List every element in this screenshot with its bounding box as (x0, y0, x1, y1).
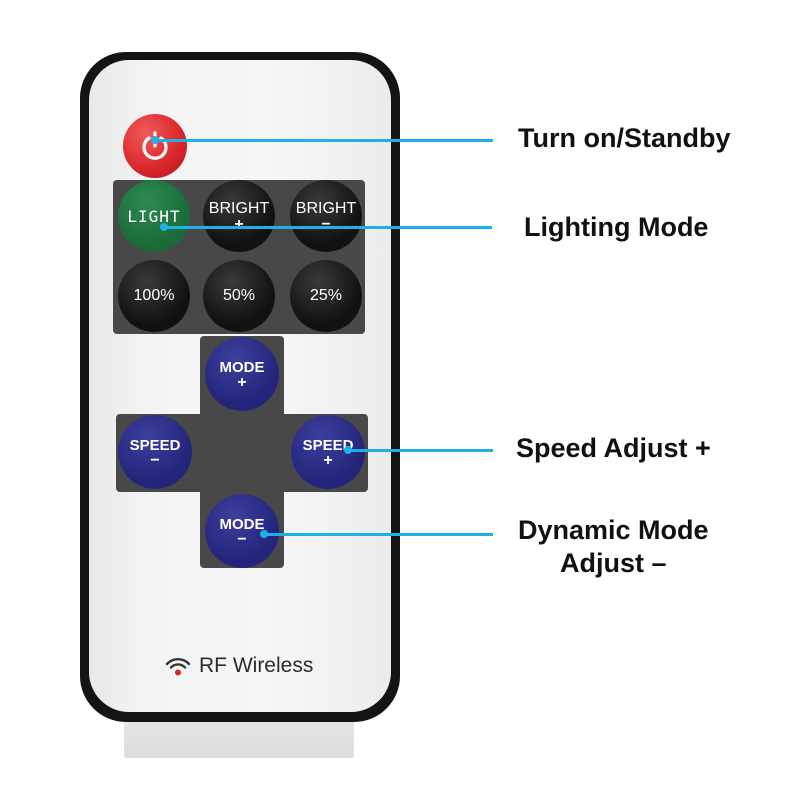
mode-minus-symbol: − (237, 530, 247, 548)
speed-minus-label: SPEED (129, 436, 181, 454)
speed-plus-symbol: + (323, 451, 333, 469)
speed-plus-button[interactable]: SPEED + (291, 415, 365, 489)
light-button[interactable]: LIGHT (118, 180, 190, 252)
speed-minus-symbol: − (150, 451, 160, 469)
bright-minus-button[interactable]: BRIGHT − (290, 180, 362, 252)
callout-line-speed-plus (348, 449, 493, 452)
mode-plus-button[interactable]: MODE + (205, 337, 279, 411)
callout-line-power (155, 139, 493, 142)
light-button-label: LIGHT (127, 206, 181, 226)
callout-mode-minus-label-line2: Adjust – (560, 548, 667, 578)
bright-plus-button[interactable]: BRIGHT + (203, 180, 275, 252)
speed-plus-label: SPEED (302, 436, 354, 454)
callout-line-light (164, 226, 492, 229)
callout-line-mode-minus (264, 533, 493, 536)
callout-light-label: Lighting Mode (524, 212, 709, 242)
wireless-icon (165, 658, 191, 676)
callout-speed-plus-label: Speed Adjust + (516, 433, 711, 463)
callout-mode-minus-label-line1: Dynamic Mode (518, 515, 709, 545)
rf-wireless-text: RF Wireless (199, 654, 314, 677)
brightness-50-label: 50% (222, 287, 256, 304)
brightness-25-label: 25% (309, 287, 343, 304)
brightness-25-button[interactable]: 25% (290, 260, 362, 332)
brightness-100-button[interactable]: 100% (118, 260, 190, 332)
brightness-100-label: 100% (133, 287, 175, 304)
bright-plus-label: BRIGHT (208, 200, 270, 217)
brightness-50-button[interactable]: 50% (203, 260, 275, 332)
bright-minus-symbol: − (321, 216, 331, 233)
callout-power-label: Turn on/Standby (518, 123, 731, 153)
bright-minus-label: BRIGHT (295, 200, 357, 217)
power-button[interactable] (123, 114, 187, 178)
mode-plus-symbol: + (237, 373, 247, 391)
speed-minus-button[interactable]: SPEED − (118, 415, 192, 489)
power-icon (142, 131, 168, 160)
rf-wireless-label: RF Wireless (165, 654, 313, 678)
mode-minus-button[interactable]: MODE − (205, 494, 279, 568)
mode-plus-label: MODE (219, 358, 265, 376)
bright-plus-symbol: + (234, 216, 244, 233)
mode-minus-label: MODE (219, 515, 265, 533)
